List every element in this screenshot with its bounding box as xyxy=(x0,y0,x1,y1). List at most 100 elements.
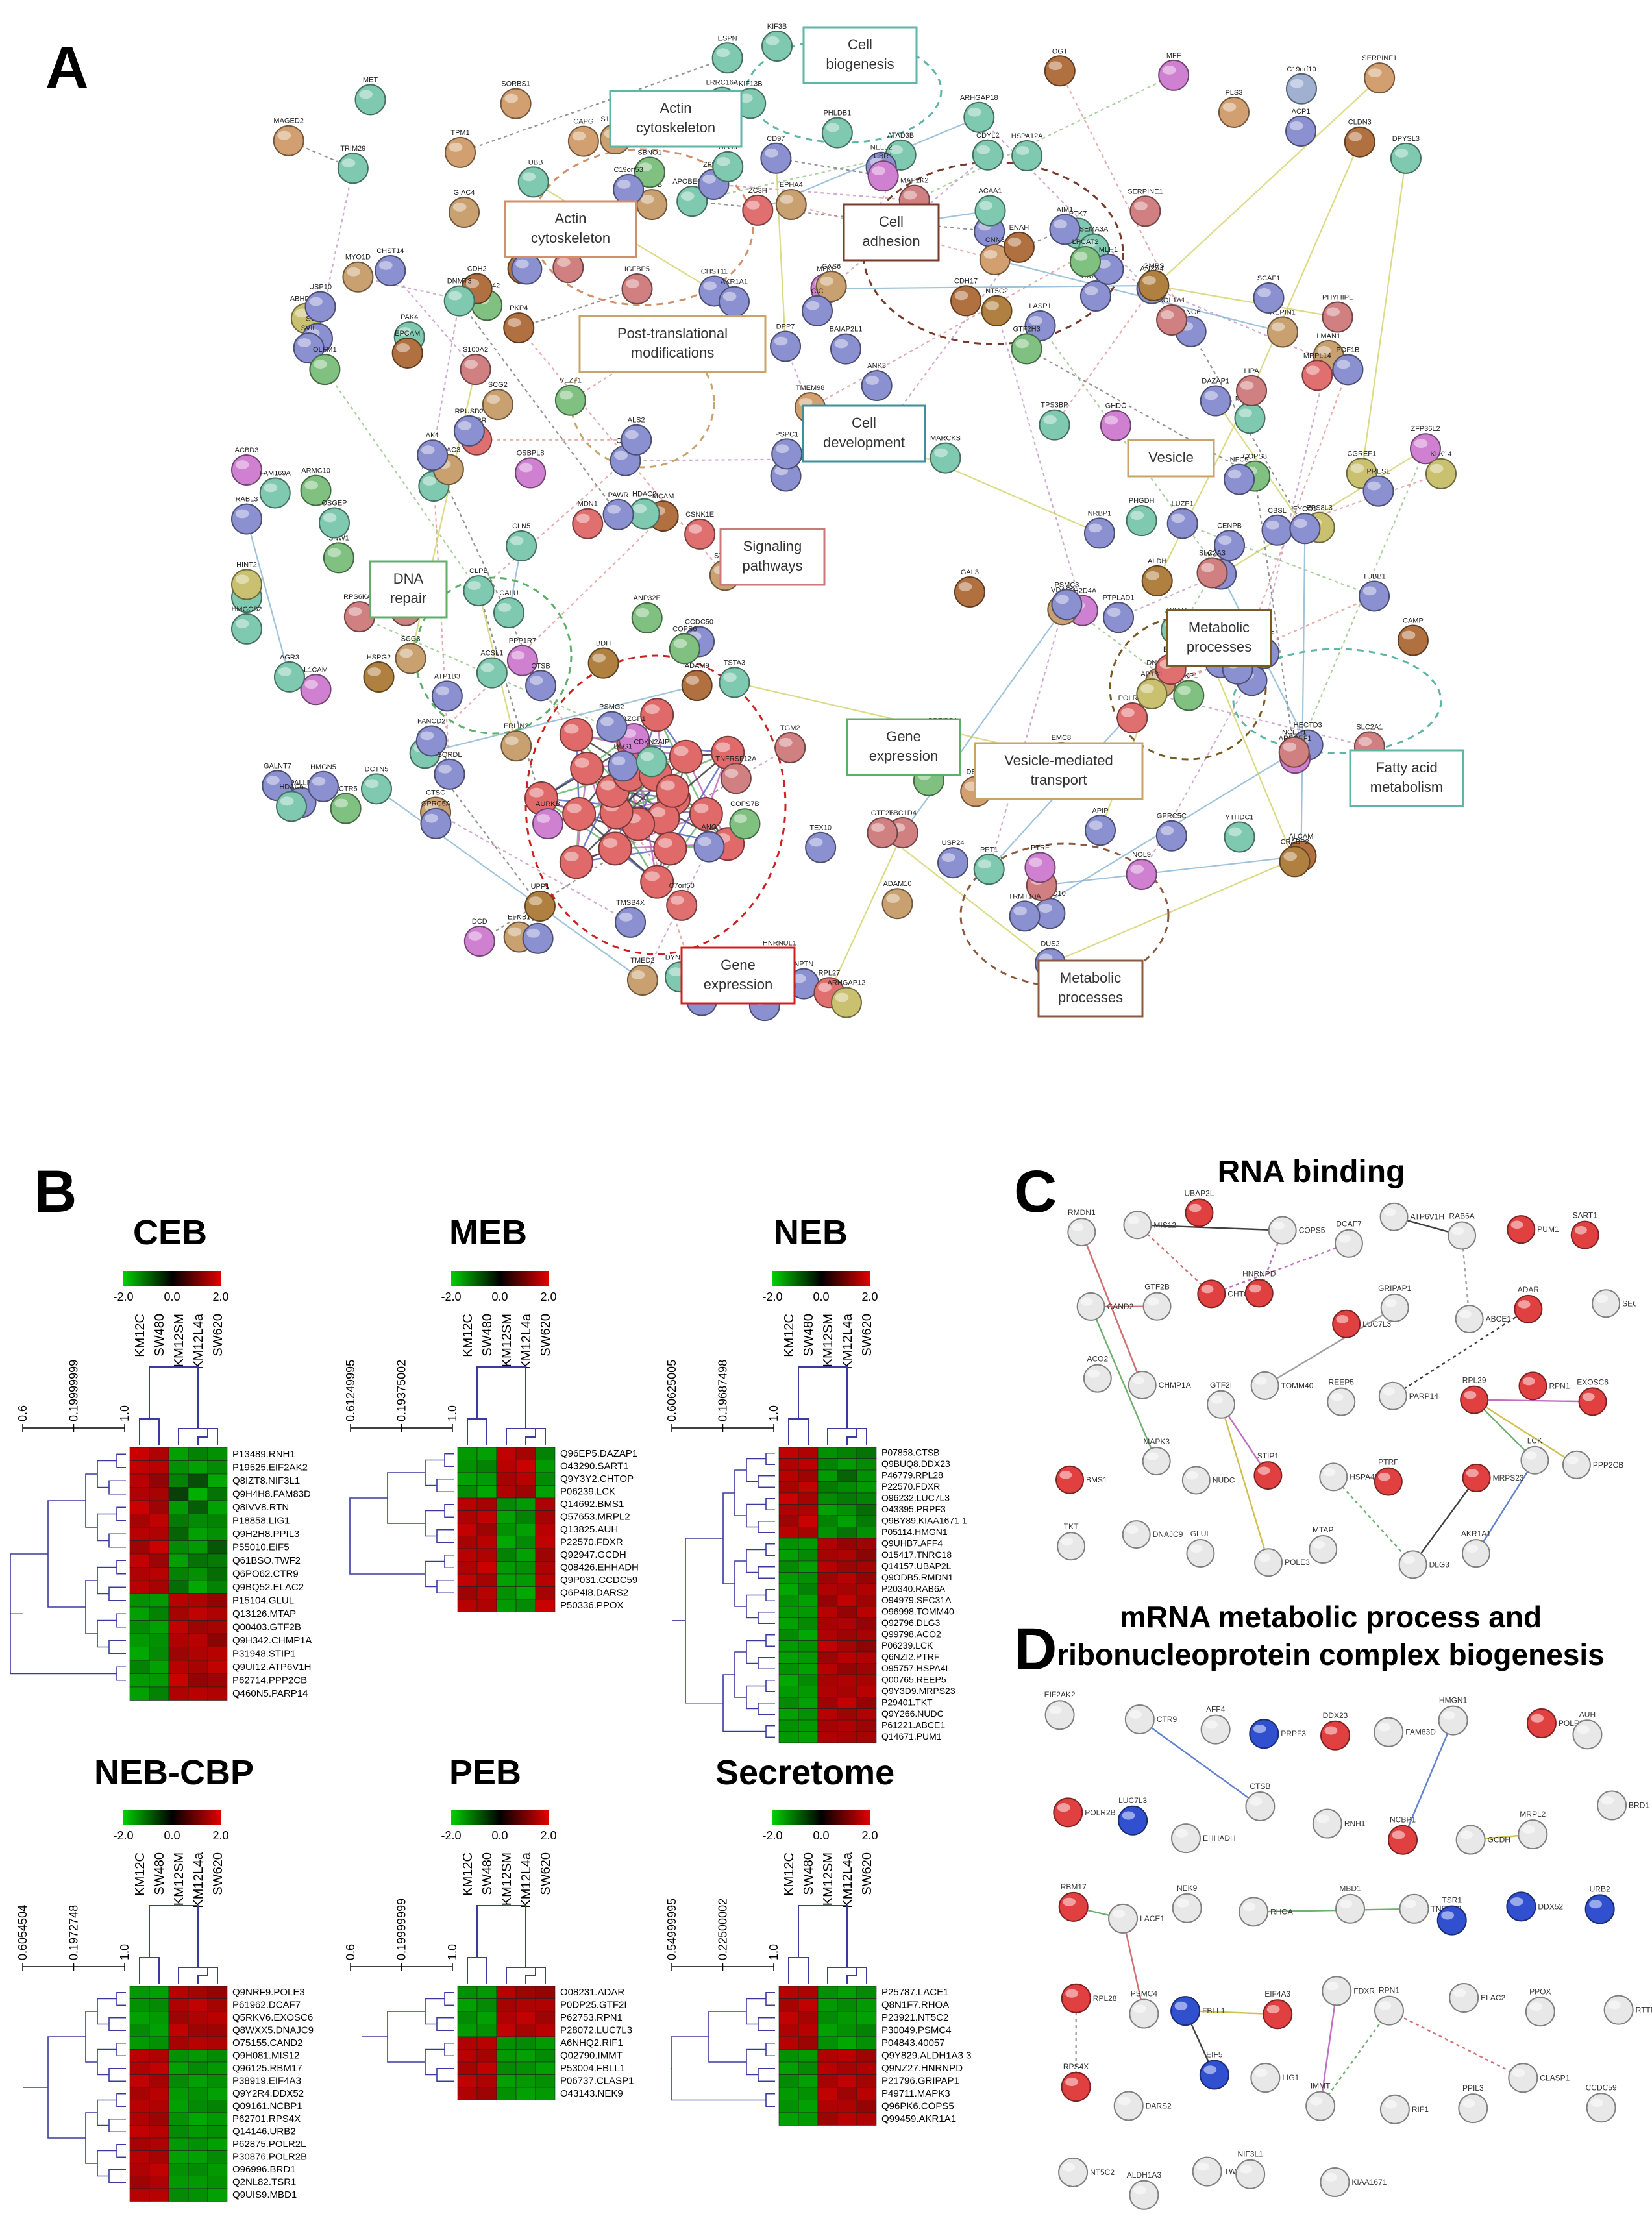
protein-node-label: URB2 xyxy=(1590,1884,1610,1893)
protein-node: GTF2B xyxy=(1142,1283,1172,1321)
heatmap-cells xyxy=(129,1447,228,1701)
heatmap-title-neb: NEB xyxy=(774,1213,848,1252)
heatmap-cell xyxy=(798,1651,819,1664)
heatmap-cell xyxy=(798,1515,819,1527)
protein-node: ACP1 xyxy=(1285,108,1317,147)
heatmap-cell xyxy=(817,1998,838,2012)
heatmap-row-label: P15104.GLUL xyxy=(232,1595,294,1606)
protein-node: PARP14 xyxy=(1378,1381,1438,1410)
protein-node-label: FANCD2 xyxy=(417,717,445,725)
category-box-label: Cell xyxy=(848,36,872,53)
protein-node: RPL29 xyxy=(1460,1376,1489,1414)
protein-node-label: IGFBP5 xyxy=(624,265,650,273)
network-a-category-boxes: CellbiogenesisActincytoskeletonActincyto… xyxy=(369,26,1464,1018)
protein-node: MDN1 xyxy=(572,500,604,539)
protein-node: SBNO1 xyxy=(634,149,665,188)
row-dendrogram xyxy=(349,1453,454,1594)
heatmap-cell xyxy=(207,1487,228,1501)
protein-node-label: EIF5 xyxy=(1206,2050,1223,2060)
category-box-label: Post-translational xyxy=(617,325,728,341)
protein-node-label: EIF2AK2 xyxy=(1044,1690,1076,1699)
protein-node-label: ALDH1A3 xyxy=(1127,2170,1162,2180)
heatmap-cell xyxy=(535,1586,556,1600)
protein-node-label: SLC2A3 xyxy=(1199,550,1226,558)
heatmap-cell xyxy=(856,1492,877,1505)
protein-node: TPM1 xyxy=(445,129,476,168)
heatmap-cells xyxy=(457,1986,556,2100)
protein-node-label: ACAA1 xyxy=(978,188,1002,195)
heatmap-cell xyxy=(207,1540,228,1555)
protein-node: ZFP36L2 xyxy=(1409,425,1441,465)
heatmap-cell xyxy=(207,2163,228,2176)
heatmap-row-label: P30049.PSMC4 xyxy=(881,2025,952,2036)
heatmap-row-label: P50336.PPOX xyxy=(560,1600,624,1611)
protein-node-label: PHLDB1 xyxy=(823,110,851,117)
protein-node-label: GPRC5C xyxy=(1157,813,1187,820)
protein-node: USP10 xyxy=(304,284,336,323)
protein-node: ARMC10 xyxy=(300,467,332,506)
heatmap-cell xyxy=(129,1553,150,1568)
protein-node-label: DPP7 xyxy=(776,323,795,331)
heatmap-cell xyxy=(535,1497,556,1511)
protein-node-label: LACE1 xyxy=(1140,1914,1165,1923)
heatmap-cell xyxy=(476,1523,497,1536)
category-box-label: Vesicle xyxy=(1148,449,1194,465)
protein-node: BRD1 xyxy=(1597,1790,1649,1821)
protein-node: OLFM1 xyxy=(309,346,341,386)
heatmap-cell xyxy=(496,1485,517,1499)
heatmap-row-label: Q02790.IMMT xyxy=(560,2050,623,2061)
protein-node-label: ACBD3 xyxy=(235,447,259,454)
column-dendrogram xyxy=(467,1905,546,1984)
color-scale-tick: 0.0 xyxy=(491,1829,508,1842)
heatmap-cell xyxy=(149,2112,169,2126)
heatmap-cell xyxy=(129,1606,150,1621)
heatmap-row-label: P18858.LIG1 xyxy=(232,1515,290,1526)
protein-node: NRBP1 xyxy=(1083,510,1115,549)
heatmap-cell xyxy=(496,1998,517,2012)
heatmap-row-label: Q08426.EHHADH xyxy=(560,1562,639,1573)
protein-node: ACTR5 xyxy=(330,785,362,824)
protein-node: EHHADH xyxy=(1170,1823,1236,1854)
protein-node-label: RPN1 xyxy=(1379,1986,1399,1995)
protein-node-label: CALU xyxy=(499,589,518,597)
color-scale-bar xyxy=(123,1810,221,1825)
protein-node-label: NEK9 xyxy=(1177,1884,1198,1893)
protein-node-label: GALNT7 xyxy=(264,762,291,770)
heatmap-row-label: Q92796.DLG3 xyxy=(881,1617,940,1628)
heatmap-cell xyxy=(207,2112,228,2126)
heatmap-cell xyxy=(457,1447,478,1460)
protein-node-label: CLN5 xyxy=(512,523,530,530)
protein-node-label: EFNB1 xyxy=(508,914,530,922)
protein-node xyxy=(562,796,597,831)
heatmap-cell xyxy=(168,2137,189,2151)
protein-node-label: DDX23 xyxy=(1323,1711,1348,1720)
category-box-label: transport xyxy=(1031,772,1087,788)
protein-node: MRPS23 xyxy=(1462,1463,1524,1492)
protein-node: CDH17 xyxy=(950,277,982,317)
heatmap-cell xyxy=(129,2011,150,2024)
heatmap-cell xyxy=(496,1599,517,1612)
protein-node: GAL3 xyxy=(954,569,985,608)
heatmap-cell xyxy=(168,2061,189,2075)
protein-node-label: LUZP1 xyxy=(1172,500,1194,508)
cluster-outline xyxy=(959,842,1170,988)
protein-node-label: POF1B xyxy=(1336,346,1359,354)
protein-node: HDAC2 xyxy=(628,491,660,530)
heatmap-cell xyxy=(476,1460,497,1473)
heatmap-cell xyxy=(168,1460,189,1475)
heatmap-cell xyxy=(817,1617,838,1630)
panel-d-title: mRNA metabolic process and ribonucleopro… xyxy=(1009,1598,1652,1673)
heatmap-cell xyxy=(188,1606,208,1621)
heatmap-cell xyxy=(149,2049,169,2063)
heatmap-cell xyxy=(515,1599,536,1612)
protein-node: SNW1 xyxy=(323,534,354,574)
heatmap-row-label: Q00403.GTF2B xyxy=(232,1621,301,1632)
protein-node-label: MRPL2 xyxy=(1520,1810,1546,1819)
heatmap-cell xyxy=(817,1504,838,1516)
protein-node-label: ADAM10 xyxy=(883,880,911,888)
heatmap-cell xyxy=(188,2011,208,2024)
heatmap-cell xyxy=(457,2036,478,2050)
heatmap-cell xyxy=(837,2049,857,2063)
protein-node-label: ADAM9 xyxy=(685,662,709,670)
